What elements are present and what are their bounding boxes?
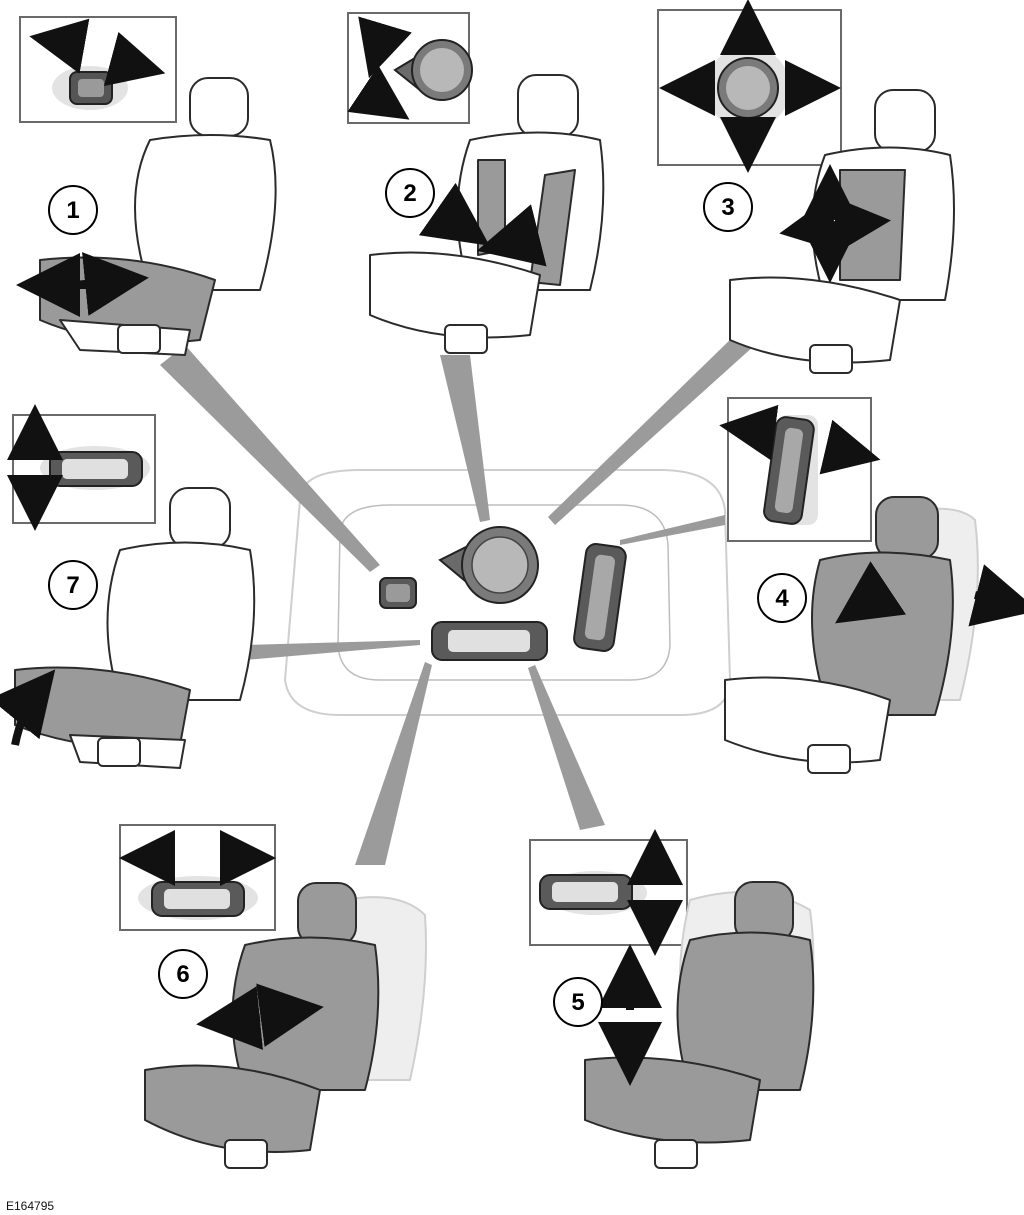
callout-2: 2	[385, 168, 435, 218]
callout-3: 3	[703, 182, 753, 232]
seat-3	[729, 89, 955, 374]
pointer-lines	[160, 335, 755, 865]
callout-7-label: 7	[66, 572, 79, 599]
inset-box-2	[347, 12, 473, 124]
seat-1	[16, 77, 277, 356]
seat-cushion-tilt-switch[interactable]	[379, 577, 417, 609]
lumbar-rotary-control[interactable]	[438, 526, 539, 604]
seat-2	[369, 74, 605, 354]
inset-box-4	[719, 397, 881, 542]
seat-base-switch[interactable]	[431, 621, 548, 661]
inset-box-7	[6, 404, 156, 531]
inset-box-1	[19, 16, 177, 123]
seat-5	[584, 881, 815, 1169]
callout-7: 7	[48, 560, 98, 610]
callout-2-label: 2	[403, 180, 416, 207]
callout-4: 4	[757, 573, 807, 623]
figure-code: E164795	[6, 1199, 55, 1213]
callout-5: 5	[553, 977, 603, 1027]
backrest-recline-switch[interactable]	[573, 543, 627, 653]
callout-4-label: 4	[775, 585, 789, 612]
callout-1: 1	[48, 185, 98, 235]
inset-box-5	[529, 829, 688, 956]
callout-6: 6	[158, 949, 208, 999]
seat-6	[144, 882, 427, 1169]
inset-box-6	[119, 824, 276, 931]
callout-6-label: 6	[176, 961, 189, 988]
inset-box-3	[657, 0, 842, 173]
control-panel	[283, 469, 732, 716]
callout-5-label: 5	[571, 989, 584, 1016]
callout-3-label: 3	[721, 194, 734, 221]
callout-1-label: 1	[66, 197, 79, 224]
seat-7	[0, 487, 256, 769]
seat-4	[724, 496, 1024, 774]
